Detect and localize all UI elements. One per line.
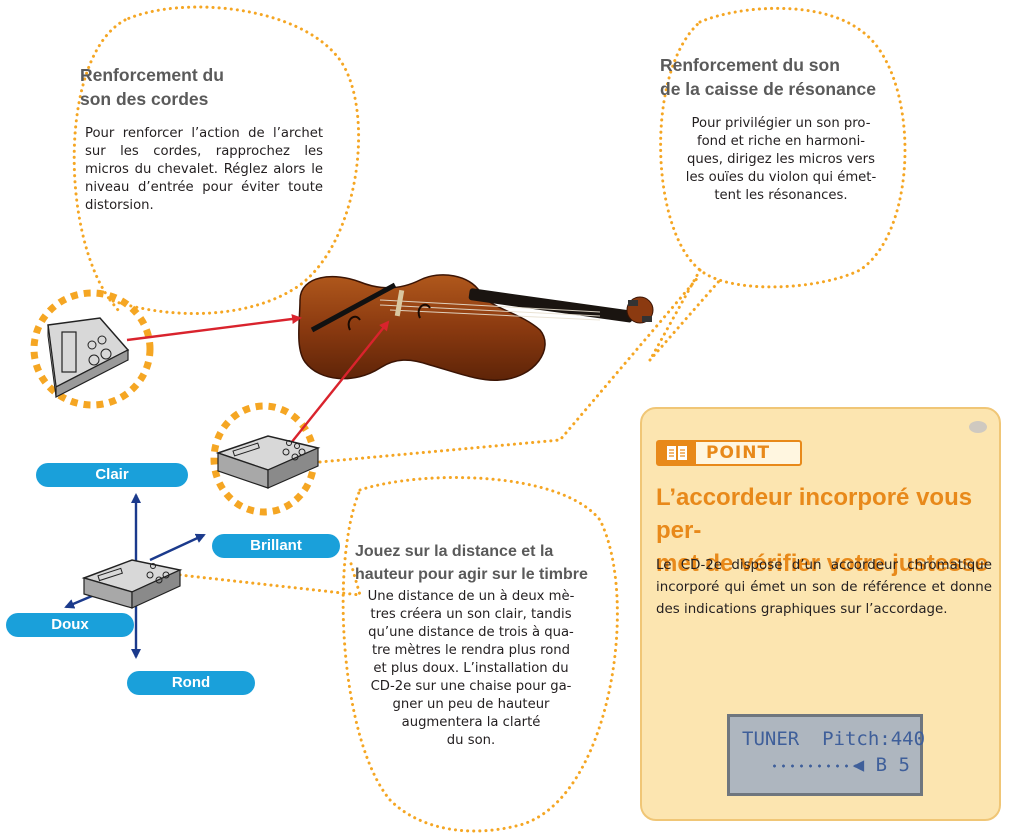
callout-body-title: Renforcement du son de la caisse de réso… (660, 55, 876, 99)
lcd-line-2: ◀ B 5 (852, 754, 910, 776)
callout-timbre-title: Jouez sur la distance et la hauteur pour… (355, 543, 588, 583)
label-doux: Doux (6, 613, 134, 637)
point-body: Le CD-2e dispose d’un accordeur chromati… (656, 558, 992, 617)
arrow-right (149, 533, 206, 562)
lcd-line-1: TUNER Pitch:440 (742, 728, 926, 750)
point-badge-label: POINT (706, 443, 771, 463)
tuner-lcd-display: TUNER Pitch:440 ◀ B 5 (727, 714, 926, 796)
label-rond: Rond (127, 671, 255, 695)
pointer-timbre-to-mic (178, 558, 363, 597)
device-mic-2 (215, 435, 321, 489)
callout-strings-title: Renforcement du son des cordes (80, 65, 224, 109)
device-mic-1 (47, 317, 130, 398)
pointer-strings (108, 298, 120, 312)
callout-bubble-strings (72, 5, 361, 315)
label-clair: Clair (36, 463, 188, 487)
violin-illustration (298, 274, 654, 381)
label-brillant: Brillant (212, 534, 340, 558)
arrow-mic2-to-violin (286, 320, 390, 449)
book-icon (658, 442, 696, 464)
point-badge: POINT (656, 440, 802, 466)
pointer-body-to-mic (318, 273, 702, 464)
point-box: POINT L’accordeur incorporé vous per- me… (640, 407, 1001, 821)
mic-circle-1 (30, 289, 154, 409)
lcd-meter-dots (770, 764, 864, 768)
decorative-dot (969, 421, 987, 433)
callout-bubble-timbre (341, 476, 619, 833)
device-mic-3 (81, 559, 183, 609)
point-heading: L’accordeur incorporé vous per- met de v… (656, 484, 989, 577)
callout-timbre-body: Une distance de un à deux mè- tres créer… (367, 589, 575, 748)
callout-body-body: Pour privilégier un son pro- fond et ric… (685, 116, 877, 203)
pointer-body (648, 268, 722, 362)
arrow-mic1-to-violin (126, 314, 302, 342)
callout-strings-body: Pour renforcer l’action de l’archet sur … (85, 126, 323, 213)
